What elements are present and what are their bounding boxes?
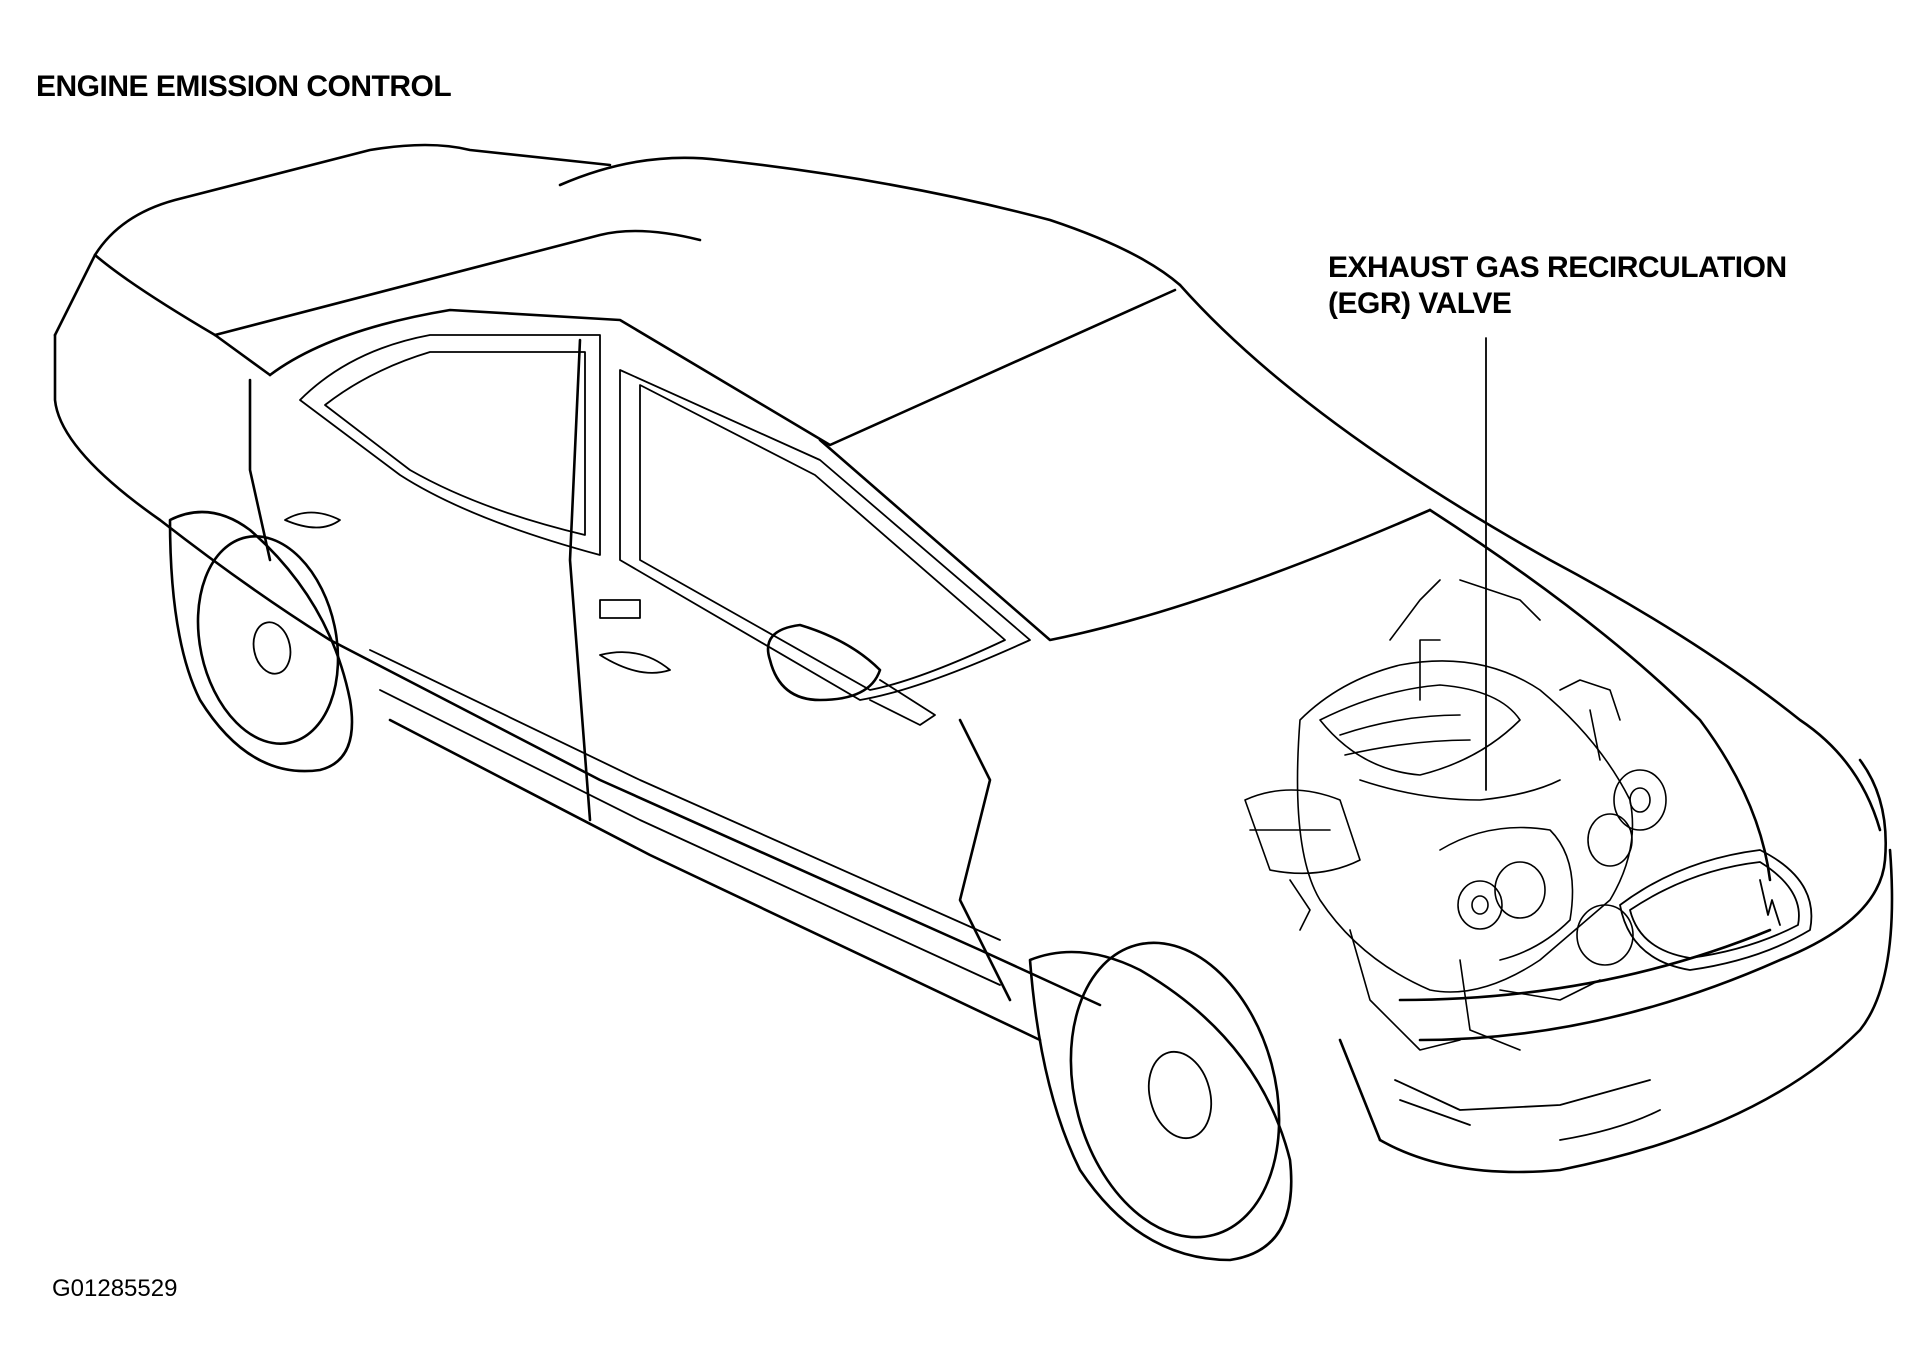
egr-valve-callout: EXHAUST GAS RECIRCULATION (EGR) VALVE xyxy=(1328,250,1787,322)
figure-id: G01285529 xyxy=(52,1275,178,1302)
car-body xyxy=(53,143,1894,1174)
callout-line-2: (EGR) VALVE xyxy=(1328,287,1512,320)
diagram-title: ENGINE EMISSION CONTROL xyxy=(36,70,452,103)
front-wheel xyxy=(1028,941,1293,1262)
rear-wheel xyxy=(168,510,354,773)
callout-line-1: EXHAUST GAS RECIRCULATION xyxy=(1328,251,1787,284)
engine-assembly xyxy=(1244,579,1667,1051)
